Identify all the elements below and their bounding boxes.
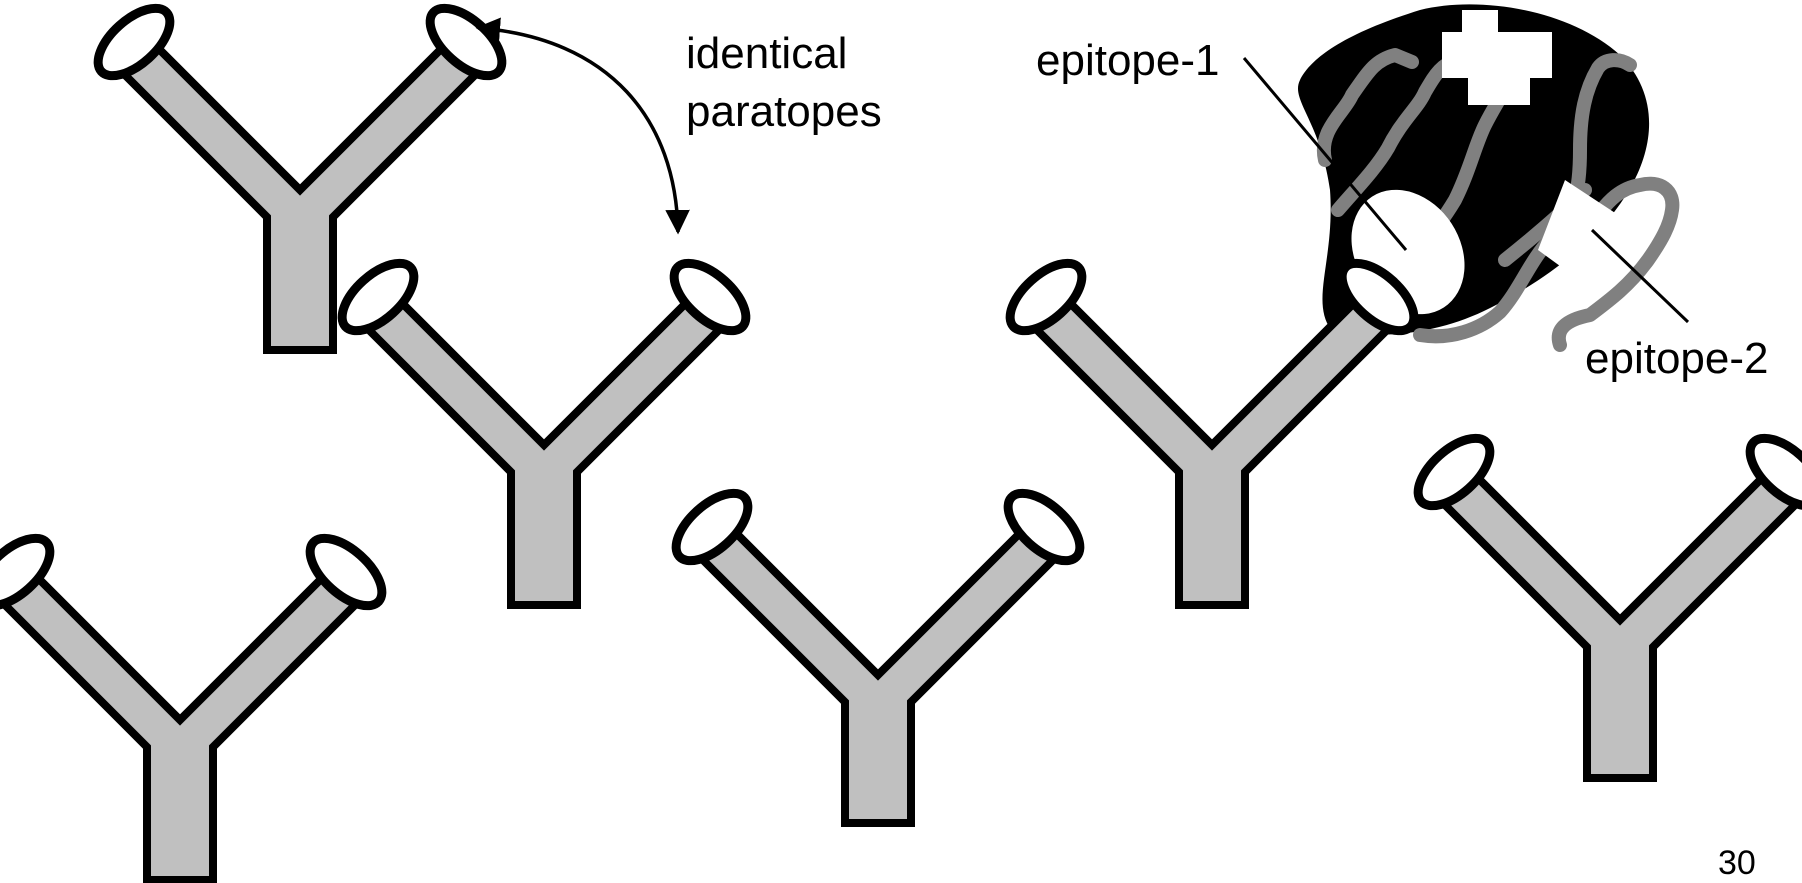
page-number: 30 (1718, 845, 1756, 881)
antibody (87, 0, 514, 350)
identical-label: identical (686, 30, 847, 78)
antibody-y (1442, 472, 1798, 778)
antibody (0, 526, 393, 880)
antibody-y (2, 572, 358, 880)
paratopes-label: paratopes (686, 88, 882, 136)
antibody-y (1034, 297, 1390, 605)
antibody (665, 481, 1092, 823)
paratope-arrow (478, 28, 678, 232)
antibody-y (700, 527, 1056, 823)
antibody (1407, 426, 1802, 778)
antibody-y (366, 297, 722, 605)
epitope-1-label: epitope-1 (1036, 37, 1219, 85)
epitope-2-label: epitope-2 (1585, 335, 1768, 383)
antibody-y (122, 42, 478, 350)
